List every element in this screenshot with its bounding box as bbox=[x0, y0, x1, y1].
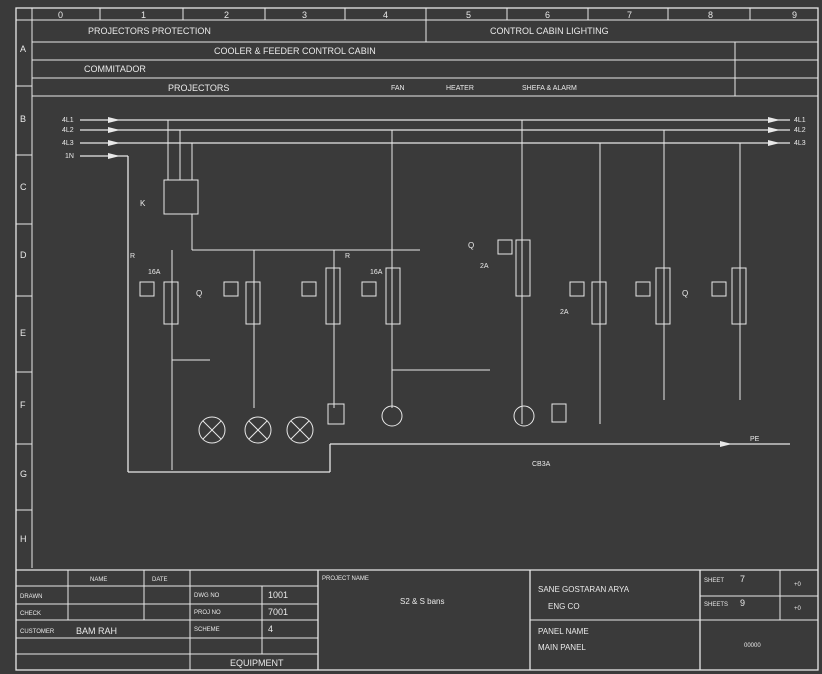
col-label-4: 4 bbox=[383, 10, 388, 20]
bus-label-r3: 4L3 bbox=[794, 140, 806, 147]
header-projectors-protection: PROJECTORS PROTECTION bbox=[88, 26, 211, 36]
tb-sheet-value: 7 bbox=[740, 574, 745, 584]
cb-label: CB3A bbox=[532, 461, 551, 468]
tb-col-name: NAME bbox=[90, 577, 107, 583]
header-control-cabin-lighting: CONTROL CABIN LIGHTING bbox=[490, 26, 609, 36]
row-label-b: B bbox=[20, 114, 26, 124]
label-k: K bbox=[140, 199, 146, 208]
bus-label-n: 1N bbox=[65, 153, 74, 160]
tb-equipment: EQUIPMENT bbox=[230, 658, 284, 668]
label-q-left: Q bbox=[196, 289, 202, 298]
tb-col-date: DATE bbox=[152, 577, 168, 583]
label-r1: R bbox=[130, 253, 135, 260]
label-16a-2: 16A bbox=[370, 269, 383, 276]
tb-code: 00000 bbox=[744, 643, 761, 649]
row-label-d: D bbox=[20, 250, 27, 260]
tb-rev1: +0 bbox=[794, 582, 802, 588]
tb-scheme-label: SCHEME bbox=[194, 627, 220, 633]
bus-label-l3: 4L3 bbox=[62, 140, 74, 147]
col-label-8: 8 bbox=[708, 10, 713, 20]
row-label-h: H bbox=[20, 534, 27, 544]
breaker-branch-7 bbox=[635, 130, 671, 400]
bus-label-l1: 4L1 bbox=[62, 117, 74, 124]
tb-customer-value: BAM RAH bbox=[76, 626, 117, 636]
bus-label-r2: 4L2 bbox=[794, 127, 806, 134]
header-fan: FAN bbox=[391, 85, 405, 92]
tb-check: CHECK bbox=[20, 611, 41, 617]
header-lamp: SHEFA & ALARM bbox=[522, 85, 577, 92]
tb-sheets-value: 9 bbox=[740, 598, 745, 608]
col-label-5: 5 bbox=[466, 10, 471, 20]
pe-label: PE bbox=[750, 436, 760, 443]
col-label-3: 3 bbox=[302, 10, 307, 20]
tb-company2: ENG CO bbox=[548, 602, 580, 611]
tb-drawn: DRAWN bbox=[20, 594, 42, 600]
row-label-a: A bbox=[20, 44, 26, 54]
tb-proj-label: PROJ NO bbox=[194, 610, 221, 616]
projector-lamps bbox=[198, 416, 314, 444]
header-projectors: PROJECTORS bbox=[168, 83, 229, 93]
tb-scheme-value: 4 bbox=[268, 624, 273, 634]
contactor-k bbox=[163, 120, 420, 251]
title-block-grid bbox=[16, 569, 818, 670]
col-label-0: 0 bbox=[58, 10, 63, 20]
breaker-branch-1 bbox=[139, 250, 210, 470]
header-commitador: COMMITADOR bbox=[84, 64, 146, 74]
label-2a-1: 2A bbox=[480, 263, 489, 270]
label-q-right: Q bbox=[682, 289, 688, 298]
col-label-9: 9 bbox=[792, 10, 797, 20]
row-label-g: G bbox=[20, 469, 27, 479]
col-label-6: 6 bbox=[545, 10, 550, 20]
bus-label-l2: 4L2 bbox=[62, 127, 74, 134]
tb-panel-name-value: MAIN PANEL bbox=[538, 643, 586, 652]
row-label-c: C bbox=[20, 182, 27, 192]
column-ticks bbox=[99, 8, 751, 20]
tb-customer-label: CUSTOMER bbox=[20, 629, 55, 635]
breaker-branch-4 bbox=[361, 130, 490, 427]
col-label-7: 7 bbox=[627, 10, 632, 20]
breaker-branch-5 bbox=[497, 120, 567, 427]
tb-rev2: +0 bbox=[794, 606, 802, 612]
header-cooler-feeder: COOLER & FEEDER CONTROL CABIN bbox=[214, 46, 376, 56]
tb-company: SANE GOSTARAN ARYA bbox=[538, 585, 630, 594]
row-label-e: E bbox=[20, 328, 26, 338]
label-16a-1: 16A bbox=[148, 269, 161, 276]
row-ticks bbox=[16, 85, 32, 511]
tb-sheets-label: SHEETS bbox=[704, 602, 728, 608]
tb-project-name-value: S2 & S bans bbox=[400, 597, 444, 606]
tb-dwg-value: 1001 bbox=[268, 590, 288, 600]
tb-dwg-label: DWG NO bbox=[194, 593, 220, 599]
breaker-branch-3 bbox=[301, 250, 345, 425]
breaker-branch-2 bbox=[223, 250, 261, 408]
tb-panel-name-label: PANEL NAME bbox=[538, 627, 589, 636]
tb-sheet-label: SHEET bbox=[704, 578, 724, 584]
tb-project-name-label: PROJECT NAME bbox=[322, 576, 369, 582]
col-label-2: 2 bbox=[224, 10, 229, 20]
power-bus bbox=[80, 117, 790, 159]
tb-proj-value: 7001 bbox=[268, 607, 288, 617]
label-q-top: Q bbox=[468, 241, 474, 250]
label-2a-2: 2A bbox=[560, 309, 569, 316]
breaker-branch-8 bbox=[711, 143, 747, 400]
col-label-1: 1 bbox=[141, 10, 146, 20]
header-heater: HEATER bbox=[446, 85, 474, 92]
row-label-f: F bbox=[20, 400, 26, 410]
drawing-border bbox=[15, 7, 819, 671]
bus-label-r1: 4L1 bbox=[794, 117, 806, 124]
breaker-branch-6 bbox=[569, 143, 607, 424]
label-r2: R bbox=[345, 253, 350, 260]
